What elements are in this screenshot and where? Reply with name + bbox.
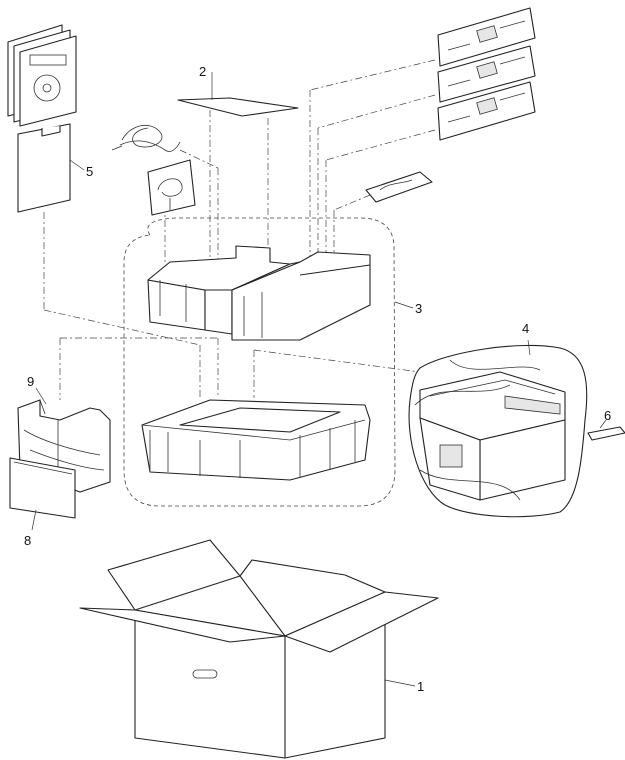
callout-6: 6 xyxy=(604,408,611,423)
panel-overlay-stack xyxy=(437,7,536,141)
part-8-insert-board: 8 xyxy=(9,457,76,548)
callout-2: 2 xyxy=(199,64,206,79)
coiled-cable xyxy=(111,124,181,152)
cable-in-bag xyxy=(147,159,196,216)
part-1-carton: 1 xyxy=(79,539,439,759)
part-2-top-sheet: 2 xyxy=(177,64,299,117)
part-3-bottom-foam xyxy=(141,399,371,481)
part-4-bagged-machine: 4 xyxy=(408,321,588,518)
callout-3: 3 xyxy=(415,301,422,316)
part-6-label: 6 xyxy=(587,408,625,441)
callout-5: 5 xyxy=(86,164,93,179)
callout-1: 1 xyxy=(417,679,424,694)
callout-4: 4 xyxy=(522,321,529,336)
assembly-leader-lines xyxy=(43,59,436,400)
cd-manual-booklet xyxy=(7,24,77,127)
cord-in-bag xyxy=(365,171,433,203)
callout-9: 9 xyxy=(27,374,34,389)
part-5-sleeve: 5 xyxy=(17,123,93,213)
callout-8: 8 xyxy=(24,533,31,548)
foam-group-outline xyxy=(123,217,396,507)
part-3-top-foam: 3 xyxy=(147,245,422,341)
